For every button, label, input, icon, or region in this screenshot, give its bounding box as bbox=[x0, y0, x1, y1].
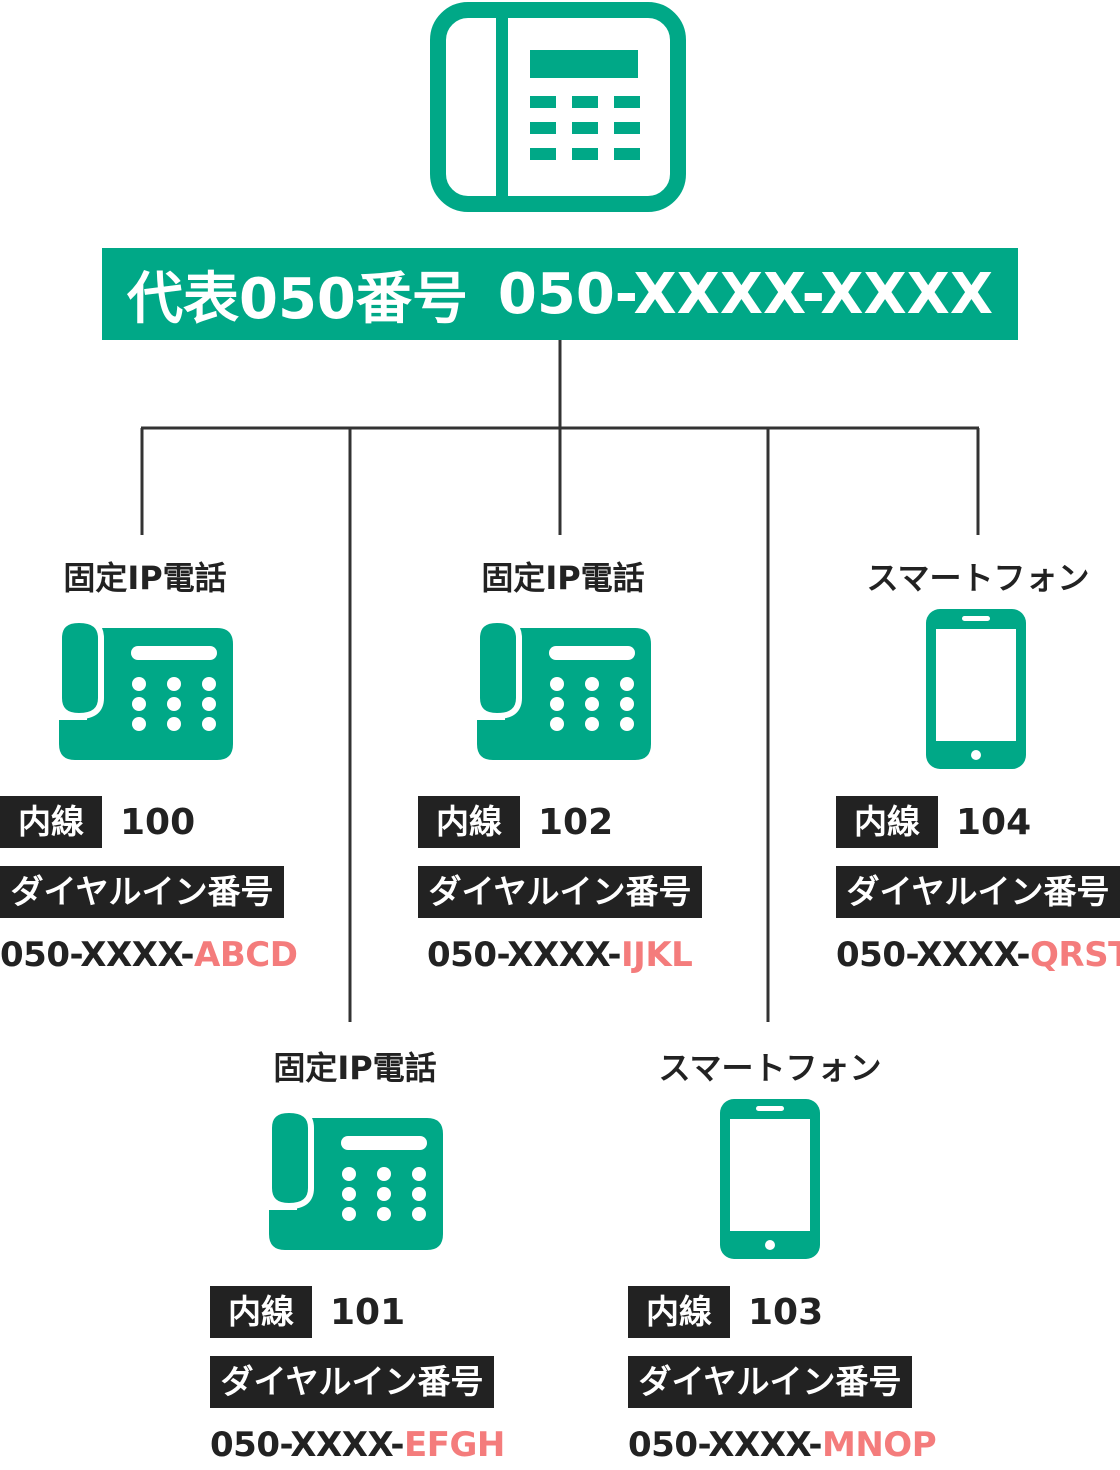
dialin-number: 050-XXXX-QRST bbox=[836, 930, 1120, 980]
representative-number-banner: 代表050番号 050-XXXX-XXXX bbox=[102, 248, 1018, 340]
extension-number: 101 bbox=[330, 1291, 406, 1333]
dialin-number-suffix: QRST bbox=[1030, 935, 1120, 975]
dialin-label: ダイヤルイン番号 bbox=[836, 866, 1120, 918]
dialin-number-prefix: 050-XXXX- bbox=[0, 935, 195, 975]
dialin-label: ダイヤルイン番号 bbox=[210, 1356, 494, 1408]
extension-tag: 内線 bbox=[836, 796, 938, 848]
desk-phone-icon bbox=[430, 2, 686, 212]
dialin-number-prefix: 050-XXXX- bbox=[628, 1425, 823, 1465]
dialin-number-prefix: 050-XXXX- bbox=[427, 935, 622, 975]
smartphone-icon bbox=[926, 609, 1026, 769]
banner-label: 代表050番号 bbox=[127, 266, 468, 332]
extension-row: 内線 103 bbox=[628, 1286, 823, 1338]
dialin-number-suffix: IJKL bbox=[621, 935, 693, 975]
fixed-phone-icon bbox=[267, 1108, 443, 1250]
dialin-number-suffix: EFGH bbox=[404, 1425, 505, 1465]
dialin-number-prefix: 050-XXXX- bbox=[210, 1425, 405, 1465]
dialin-label: ダイヤルイン番号 bbox=[418, 866, 702, 918]
dialin-label: ダイヤルイン番号 bbox=[0, 866, 284, 918]
device-type-label: スマートフォン bbox=[866, 559, 1090, 597]
fixed-phone-icon bbox=[57, 618, 233, 760]
extension-tag: 内線 bbox=[418, 796, 520, 848]
device-type-label: 固定IP電話 bbox=[273, 1049, 437, 1087]
extension-number: 103 bbox=[748, 1291, 824, 1333]
device-type-label: 固定IP電話 bbox=[481, 559, 645, 597]
dialin-number-suffix: MNOP bbox=[822, 1425, 937, 1465]
device-type-label: スマートフォン bbox=[658, 1049, 882, 1087]
dialin-number-suffix: ABCD bbox=[194, 935, 298, 975]
banner-number: 050-XXXX-XXXX bbox=[497, 261, 993, 327]
dialin-number-prefix: 050-XXXX- bbox=[836, 935, 1031, 975]
extension-row: 内線 104 bbox=[836, 796, 1031, 848]
device-type-label: 固定IP電話 bbox=[63, 559, 227, 597]
extension-tag: 内線 bbox=[0, 796, 102, 848]
dialin-number: 050-XXXX-ABCD bbox=[0, 930, 298, 980]
dialin-number: 050-XXXX-EFGH bbox=[210, 1420, 505, 1470]
extension-number: 102 bbox=[538, 801, 614, 843]
extension-row: 内線 100 bbox=[0, 796, 195, 848]
fixed-phone-icon bbox=[475, 618, 651, 760]
dialin-number: 050-XXXX-IJKL bbox=[427, 930, 693, 980]
extension-row: 内線 102 bbox=[418, 796, 613, 848]
extension-number: 100 bbox=[120, 801, 196, 843]
smartphone-icon bbox=[720, 1099, 820, 1259]
dialin-label: ダイヤルイン番号 bbox=[628, 1356, 912, 1408]
extension-row: 内線 101 bbox=[210, 1286, 405, 1338]
dialin-number: 050-XXXX-MNOP bbox=[628, 1420, 937, 1470]
extension-number: 104 bbox=[956, 801, 1032, 843]
extension-tag: 内線 bbox=[628, 1286, 730, 1338]
extension-tag: 内線 bbox=[210, 1286, 312, 1338]
